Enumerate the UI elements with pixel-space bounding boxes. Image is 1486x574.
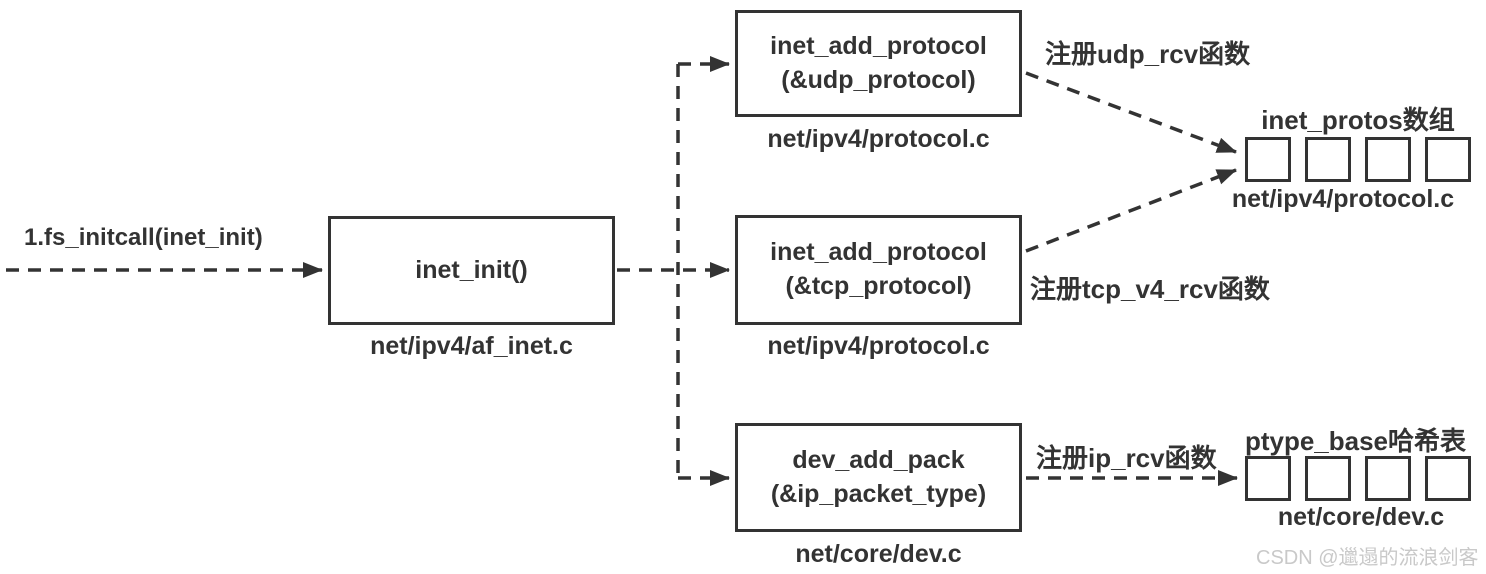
array-cell [1305,456,1351,501]
array-cell [1245,137,1291,182]
node-inet-init: inet_init() [328,216,615,325]
file-label-udp: net/ipv4/protocol.c [767,125,990,153]
array-cell [1425,456,1471,501]
file-label-inet-protos: net/ipv4/protocol.c [1231,185,1455,213]
array-inet-protos [1245,137,1471,182]
file-label-inet-init: net/ipv4/af_inet.c [370,332,573,360]
node-inet-init-title: inet_init() [415,255,528,284]
annotation-tcp-v4-rcv: 注册tcp_v4_rcv函数 [1030,274,1270,304]
udp-register-arrow [1025,71,1237,154]
node-dev-add-pack: dev_add_pack (&ip_packet_type) [735,423,1022,532]
node-udp-line1: inet_add_protocol [770,31,987,60]
array-cell [1365,456,1411,501]
annotation-udp-rcv: 注册udp_rcv函数 [1045,39,1251,69]
array-cell [1305,137,1351,182]
array-title-ptype-base: ptype_base哈希表 [1244,426,1467,456]
array-ptype-base [1245,456,1471,501]
watermark: CSDN @邋遢的流浪剑客 [1256,547,1479,569]
node-inet-add-protocol-tcp: inet_add_protocol (&tcp_protocol) [735,215,1022,325]
node-udp-line2: (&udp_protocol) [781,65,976,94]
file-label-ptype-base: net/core/dev.c [1277,503,1445,531]
node-dev-line1: dev_add_pack [792,445,965,474]
node-inet-add-protocol-udp: inet_add_protocol (&udp_protocol) [735,10,1022,117]
node-tcp-line2: (&tcp_protocol) [785,272,972,300]
entry-call-label: 1.fs_initcall(inet_init) [24,224,263,251]
annotation-ip-rcv: 注册ip_rcv函数 [1036,443,1217,473]
array-cell [1365,137,1411,182]
file-label-dev: net/core/dev.c [795,540,962,568]
array-title-inet-protos: inet_protos数组 [1261,105,1455,135]
tcp-register-arrow [1025,168,1237,253]
array-cell [1245,456,1291,501]
node-tcp-line1: inet_add_protocol [770,238,987,267]
array-cell [1425,137,1471,182]
file-label-tcp: net/ipv4/protocol.c [767,332,990,360]
node-dev-line2: (&ip_packet_type) [770,479,987,508]
